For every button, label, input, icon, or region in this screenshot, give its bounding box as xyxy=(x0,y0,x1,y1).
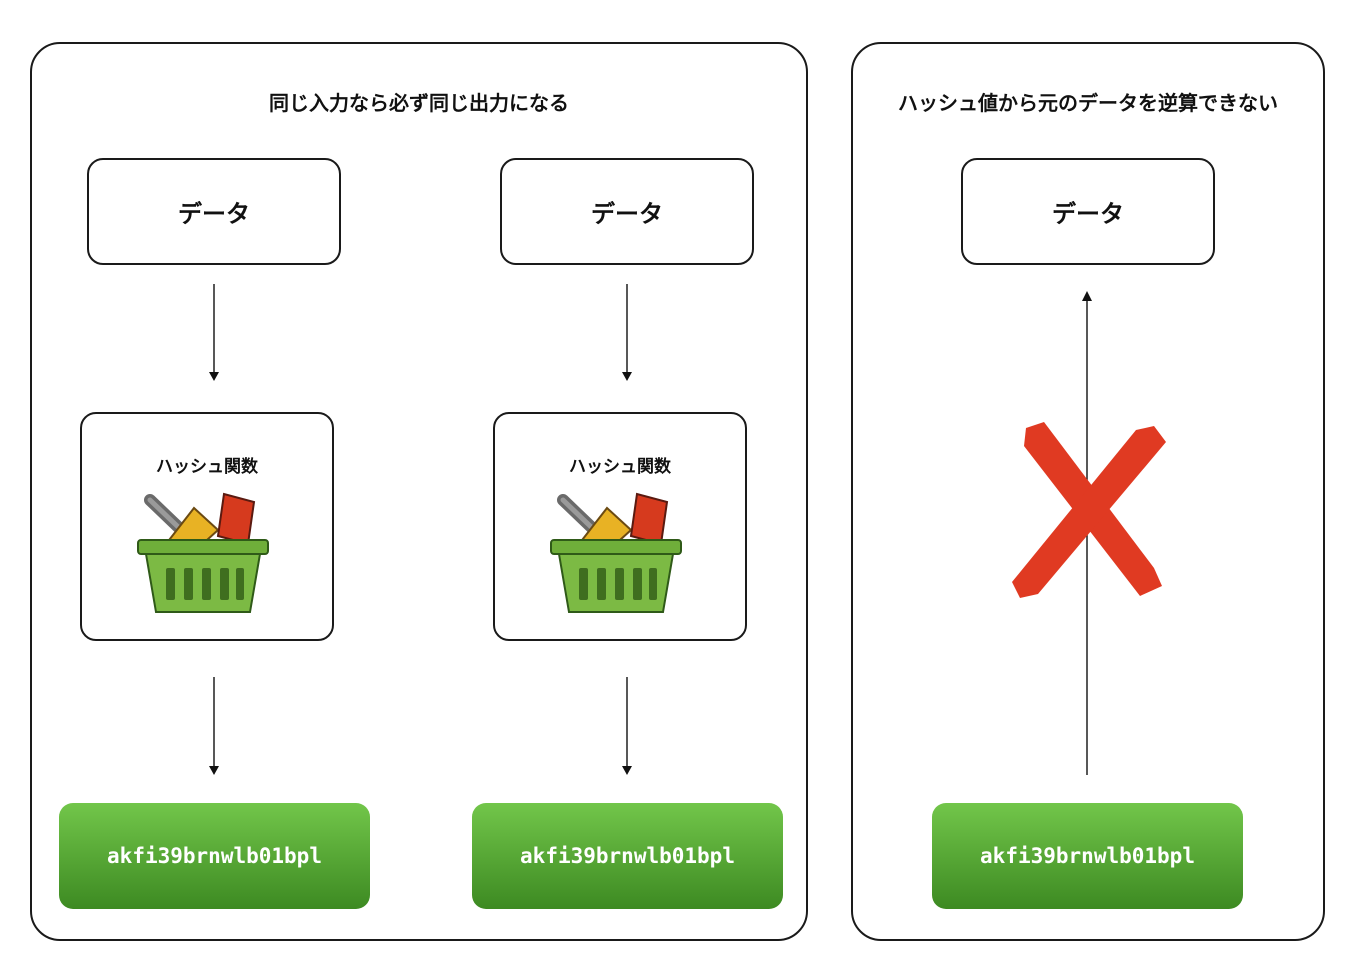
right-panel-title: ハッシュ値から元のデータを逆算できない xyxy=(898,91,1278,115)
hash-output-1: akfi39brnwlb01bpl xyxy=(59,803,370,909)
down-arrow-icon xyxy=(622,284,632,381)
left-panel-title: 同じ入力なら必ず同じ出力になる xyxy=(269,91,569,115)
down-arrow-icon xyxy=(622,677,632,775)
down-arrow-icon xyxy=(209,284,219,381)
cross-icon xyxy=(1012,422,1166,598)
hash-function-label: ハッシュ関数 xyxy=(156,457,258,477)
data-box-3: データ xyxy=(961,158,1215,265)
hash-output-3: akfi39brnwlb01bpl xyxy=(932,803,1243,909)
hash-function-box-2: ハッシュ関数 xyxy=(493,412,747,641)
hash-output-2: akfi39brnwlb01bpl xyxy=(472,803,783,909)
hash-function-label: ハッシュ関数 xyxy=(569,457,671,477)
down-arrow-icon xyxy=(209,677,219,775)
data-box-2: データ xyxy=(500,158,754,265)
data-box-1: データ xyxy=(87,158,341,265)
up-arrow-icon xyxy=(1082,291,1092,775)
hash-function-box-1: ハッシュ関数 xyxy=(80,412,334,641)
